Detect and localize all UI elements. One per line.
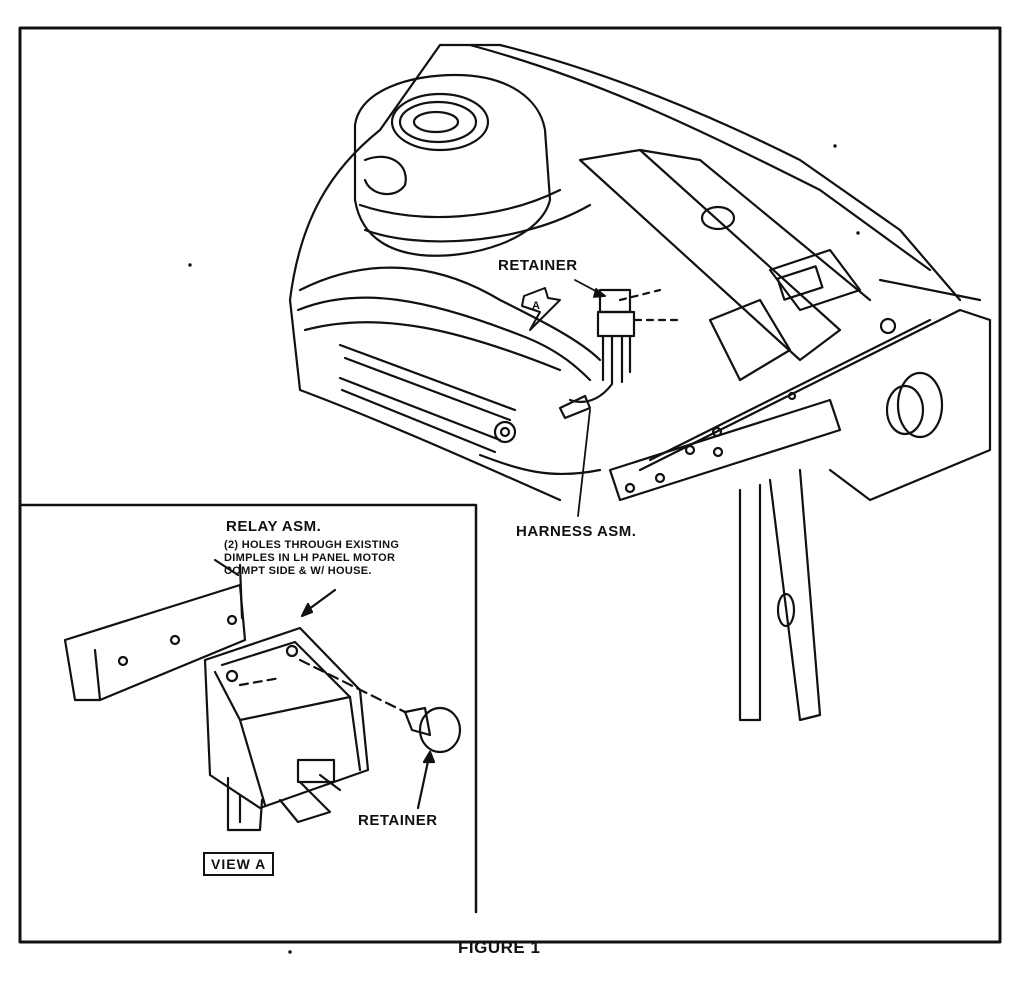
label-relay-asm: RELAY ASM. — [226, 518, 322, 535]
speck — [856, 231, 860, 235]
speck — [833, 144, 837, 148]
view-a-label: VIEW A — [203, 852, 275, 876]
engine-compartment-drawing — [288, 43, 992, 722]
label-retainer-main: RETAINER — [498, 257, 578, 274]
label-retainer-view-a: RETAINER — [358, 812, 438, 829]
callout-letter-a: A — [532, 300, 541, 312]
label-harness-asm: HARNESS ASM. — [516, 523, 637, 540]
figure-caption: FIGURE 1 — [458, 938, 541, 957]
relay-note-line-1: (2) HOLES THROUGH EXISTING — [224, 539, 400, 551]
view-a-drawing — [63, 558, 462, 832]
speck — [288, 950, 292, 954]
view-a-inset-frame — [18, 503, 478, 914]
leader-lines-main — [574, 279, 606, 517]
callout-a-arrow — [521, 287, 561, 331]
speck — [188, 263, 192, 267]
figure-border — [18, 26, 1002, 944]
relay-note-line-3: COMPT SIDE & W/ HOUSE. — [224, 565, 372, 577]
relay-note-line-2: DIMPLES IN LH PANEL MOTOR — [224, 552, 396, 564]
relay-note: (2) HOLES THROUGH EXISTING DIMPLES IN LH… — [224, 539, 399, 578]
